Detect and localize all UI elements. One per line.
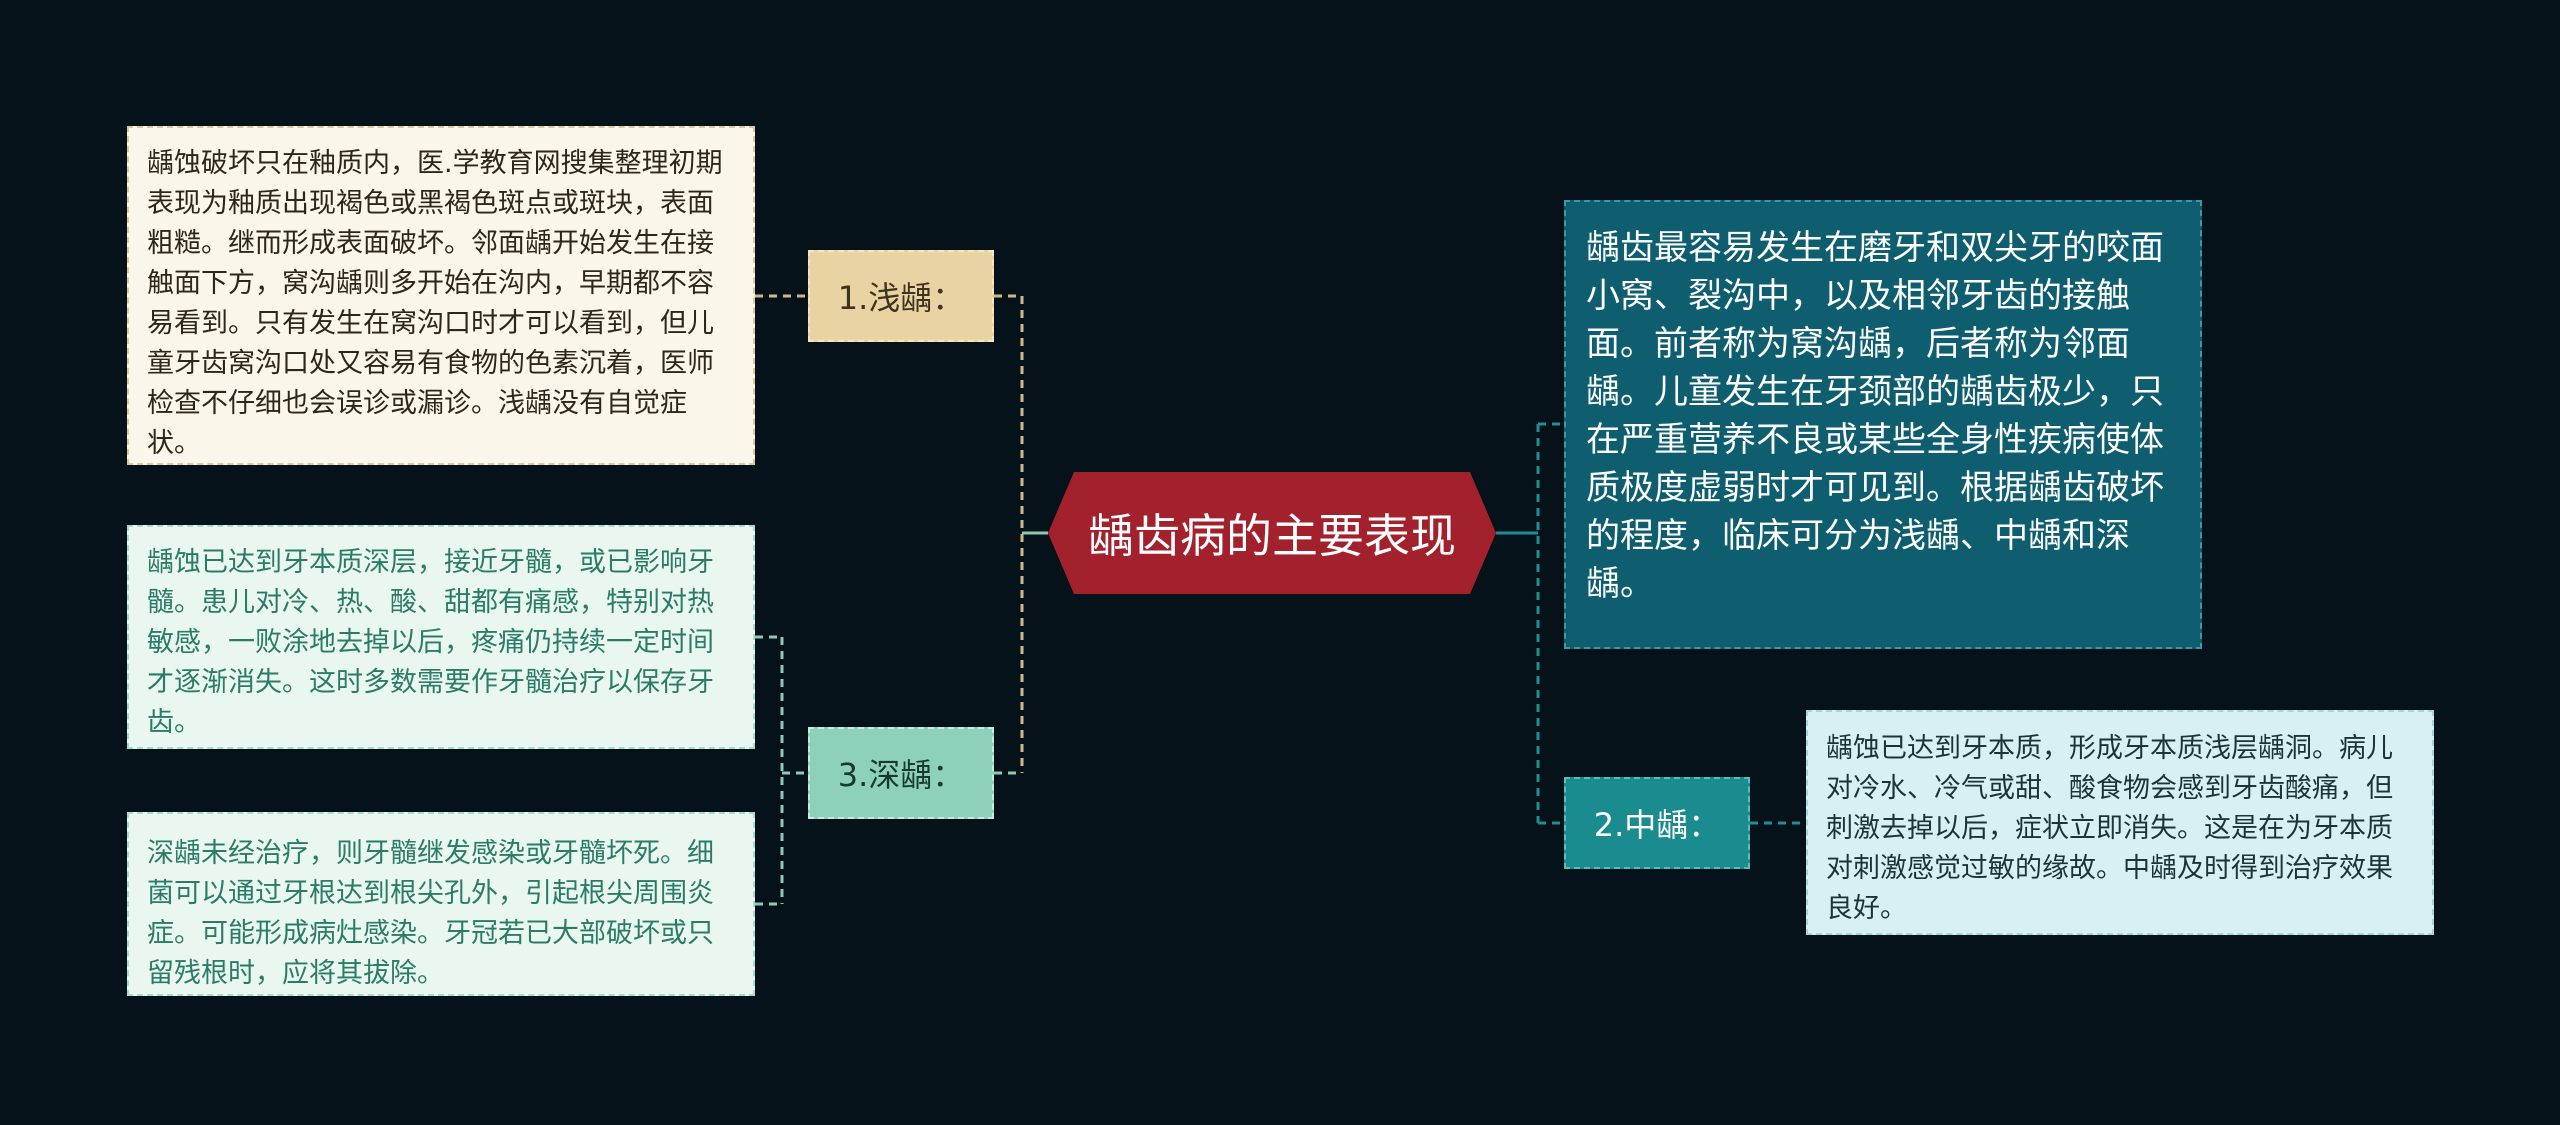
branch-shallow-caries[interactable]: 1.浅龋： [808,250,994,342]
shallow-caries-text: 龋蚀破坏只在釉质内，医.学教育网搜集整理初期表现为釉质出现褐色或黑褐色斑点或斑块… [147,148,723,459]
medium-caries-text: 龋蚀已达到牙本质，形成牙本质浅层龋洞。病儿对冷水、冷气或甜、酸食物会感到牙齿酸痛… [1826,733,2393,924]
medium-caries-description[interactable]: 龋蚀已达到牙本质，形成牙本质浅层龋洞。病儿对冷水、冷气或甜、酸食物会感到牙齿酸痛… [1806,710,2434,935]
deep-caries-text-1: 龋蚀已达到牙本质深层，接近牙髓，或已影响牙髓。患儿对冷、热、酸、甜都有痛感，特别… [147,547,714,738]
branch-medium-caries[interactable]: 2.中龋： [1564,777,1750,869]
branch-deep-caries[interactable]: 3.深龋： [808,727,994,819]
deep-caries-description-2[interactable]: 深龋未经治疗，则牙髓继发感染或牙髓坏死。细菌可以通过牙根达到根尖孔外，引起根尖周… [127,812,755,996]
shallow-caries-description[interactable]: 龋蚀破坏只在釉质内，医.学教育网搜集整理初期表现为釉质出现褐色或黑褐色斑点或斑块… [127,126,755,465]
central-topic[interactable]: 龋齿病的主要表现 [1048,472,1496,594]
branch-deep-caries-label: 3.深龋： [837,756,965,794]
central-topic-label: 龋齿病的主要表现 [1088,509,1456,563]
branch-shallow-caries-label: 1.浅龋： [837,279,965,317]
branch-medium-caries-label: 2.中龋： [1593,806,1721,844]
caries-overview-description[interactable]: 龋齿最容易发生在磨牙和双尖牙的咬面小窝、裂沟中，以及相邻牙齿的接触面。前者称为窝… [1564,200,2202,649]
deep-caries-text-2: 深龋未经治疗，则牙髓继发感染或牙髓坏死。细菌可以通过牙根达到根尖孔外，引起根尖周… [147,838,714,989]
caries-overview-text: 龋齿最容易发生在磨牙和双尖牙的咬面小窝、裂沟中，以及相邻牙齿的接触面。前者称为窝… [1586,228,2164,604]
deep-caries-description-1[interactable]: 龋蚀已达到牙本质深层，接近牙髓，或已影响牙髓。患儿对冷、热、酸、甜都有痛感，特别… [127,525,755,749]
